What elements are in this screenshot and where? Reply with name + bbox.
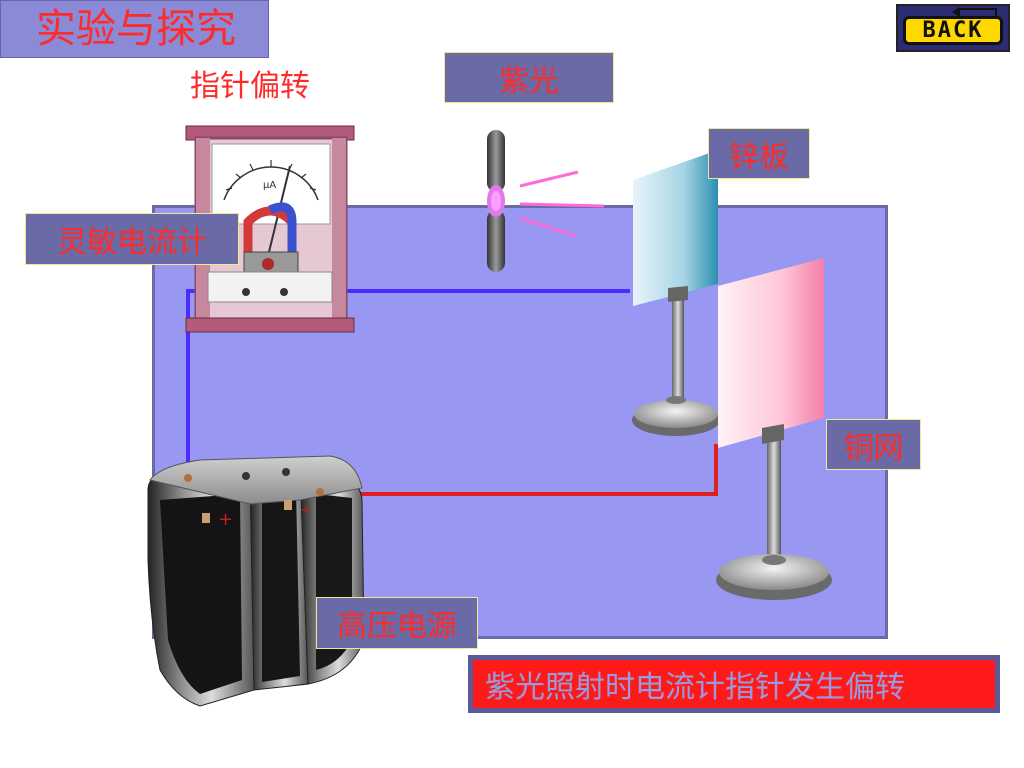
page-title: 实验与探究 bbox=[36, 6, 236, 52]
violet-lamp bbox=[487, 130, 505, 272]
back-button-label: BACK bbox=[922, 18, 984, 43]
hv-supply-tag: 高压电源 bbox=[316, 597, 478, 649]
zinc-plate-tag: 锌板 bbox=[708, 128, 810, 179]
violet-light-tag-text: 紫光 bbox=[499, 63, 559, 99]
needle-deflect-label: 指针偏转 bbox=[190, 69, 310, 104]
galvanometer-tag-text: 灵敏电流计 bbox=[57, 225, 207, 260]
svg-text:+: + bbox=[300, 502, 312, 518]
zinc-plate bbox=[632, 150, 720, 436]
svg-text:+: + bbox=[218, 509, 233, 530]
violet-light-tag: 紫光 bbox=[444, 52, 614, 103]
copper-mesh bbox=[716, 258, 832, 600]
back-button[interactable]: BACK bbox=[896, 4, 1010, 52]
copper-mesh-tag: 铜网 bbox=[826, 419, 921, 470]
galvanometer: μA bbox=[185, 125, 355, 333]
meter-unit-text: μA bbox=[263, 180, 276, 191]
violet-light-rays bbox=[519, 170, 605, 238]
zinc-plate-tag-text: 锌板 bbox=[729, 139, 789, 175]
title-box bbox=[0, 0, 269, 58]
caption-box: 紫光照射时电流计指针发生偏转 bbox=[468, 655, 1000, 713]
red-wire bbox=[325, 444, 718, 496]
galvanometer-tag: 灵敏电流计 bbox=[25, 213, 239, 265]
return-arrow-icon bbox=[952, 7, 997, 18]
battery-pack: + + bbox=[147, 455, 365, 707]
caption-text: 紫光照射时电流计指针发生偏转 bbox=[473, 660, 995, 708]
copper-mesh-tag-text: 铜网 bbox=[843, 430, 904, 466]
hv-supply-tag-text: 高压电源 bbox=[337, 609, 457, 644]
back-button-face: BACK bbox=[903, 16, 1003, 45]
